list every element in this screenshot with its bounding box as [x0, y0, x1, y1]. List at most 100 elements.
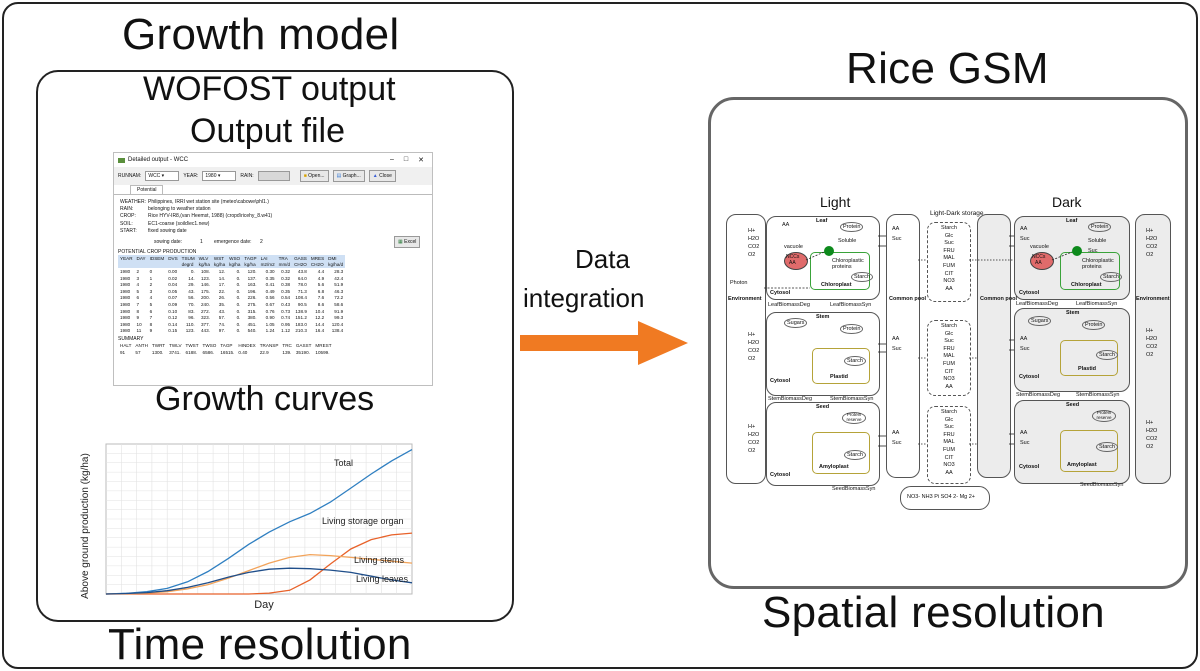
- leaf-biomass-deg-dark: LeafBiomassDeg: [1016, 301, 1058, 307]
- table-row-cell: 4: [149, 295, 153, 301]
- leaf-biomass-syn: LeafBiomassSyn: [830, 302, 872, 308]
- close-button[interactable]: ▲ Close: [368, 170, 396, 182]
- close-icon[interactable]: ✕: [418, 157, 424, 164]
- table-row-cell: 0.35: [281, 288, 291, 294]
- table-row-cell: 1980: [120, 269, 131, 274]
- stem-light-starch: Starch: [844, 356, 866, 366]
- table-row-cell: 540.: [247, 328, 257, 334]
- run-info-key: SOIL:: [120, 220, 133, 227]
- runnam-select[interactable]: WCC ▾: [145, 171, 180, 181]
- summary-row-cell: 57: [135, 349, 141, 355]
- seed-light-protein-reserve: Protein reserve: [842, 412, 866, 424]
- table-row-cell: 0.67: [265, 301, 275, 307]
- leaf-dark-suc: Suc: [1088, 248, 1098, 254]
- table-row-cell: 0.04: [168, 282, 178, 288]
- table-row-cell: 2: [149, 282, 153, 288]
- open-button[interactable]: ■ Open...: [299, 170, 329, 182]
- table-row-cell: 5.6: [317, 282, 325, 288]
- table-row-cell: 138.9: [295, 308, 307, 314]
- excel-button[interactable]: ▦ Excel: [394, 236, 421, 249]
- plastid-light-label: Plastid: [830, 374, 849, 380]
- cytosol-stem-dark: Cytosol: [1019, 374, 1040, 380]
- table-row-cell: 14.: [218, 275, 226, 281]
- table-row-cell: 14.: [188, 275, 195, 281]
- rain-select[interactable]: [257, 171, 290, 181]
- cytosol-stem-light: Cytosol: [770, 378, 791, 384]
- env-species: H2O: [1146, 428, 1158, 434]
- stem-biomass-deg: StemBiomassDeg: [768, 396, 813, 402]
- tab-potential[interactable]: Potential: [130, 185, 164, 194]
- table-row-cell: 12.2: [315, 315, 325, 321]
- summary-row-cell: 16515.: [220, 349, 235, 355]
- table-row-cell: 72.2: [334, 295, 344, 301]
- table-units-cell: [134, 261, 148, 269]
- table-row-cell: 0.38: [281, 282, 291, 288]
- table-row-cell: 210.3: [295, 328, 307, 334]
- table-row-cell: 0.02: [168, 275, 178, 281]
- run-info-key: CROP:: [120, 213, 136, 220]
- pool-light-suc-stem: Suc: [892, 346, 902, 352]
- table-row-cell: 137.: [247, 275, 257, 281]
- vacuole-dark-label: vacuole: [1030, 244, 1049, 250]
- exit-icon: ▲: [372, 173, 378, 179]
- run-info-key: RAIN:: [120, 206, 134, 213]
- chloroplast-dark-label: Chloroplast: [1071, 282, 1102, 288]
- series-line-0: [105, 449, 413, 595]
- pool-light-aa: AA: [892, 226, 900, 232]
- table-header-cell: WST: [211, 255, 228, 262]
- table-row-cell: 0.: [236, 308, 241, 314]
- table-row-cell: 74.: [218, 321, 226, 327]
- storage-species: FUM: [943, 262, 955, 269]
- storage-species: MAL: [943, 255, 955, 262]
- summary-header-cell: ANTH: [135, 342, 148, 348]
- environment-dark-label: Environment: [1136, 296, 1170, 302]
- seed-dark-aa: AA: [1020, 430, 1028, 436]
- series-line-3: [105, 567, 413, 595]
- env-species: H+: [748, 332, 756, 338]
- seed-light-starch: Starch: [844, 450, 866, 460]
- table-row-cell: 0.56: [265, 295, 275, 301]
- table-row-cell: 43.8: [297, 269, 307, 274]
- emergence-date-value: 2: [260, 239, 263, 246]
- vacuole-dark: [1030, 252, 1054, 270]
- series-line-2: [105, 553, 413, 595]
- leaf-dark-suc: Suc: [1020, 236, 1030, 242]
- table-row-cell: 240.: [200, 301, 210, 307]
- year-select[interactable]: 1980 ▾: [202, 171, 237, 181]
- leaf-dark-title: Leaf: [1066, 218, 1078, 224]
- minimize-icon[interactable]: –: [389, 156, 394, 163]
- table-row-cell: 46.3: [334, 288, 344, 294]
- seed-light-title: Seed: [816, 404, 830, 410]
- environment-light-label: Environment: [728, 296, 762, 302]
- graph-button[interactable]: ▤ Graph...: [332, 170, 365, 182]
- storage-species: Suc: [944, 338, 954, 345]
- summary-header-cell: TAGP: [220, 342, 233, 348]
- run-info-value: fixed sowing date: [148, 227, 187, 234]
- run-info-value: Rice HYV-IR8,(van Heemst, 1988) (cropd\r…: [148, 213, 273, 220]
- environment-dark: [1135, 214, 1171, 484]
- seed-dark-starch: Starch: [1096, 442, 1118, 452]
- photon-label: Photon: [730, 280, 748, 286]
- table-units-cell: CH2O: [292, 261, 309, 269]
- summary-row-cell: 0.40: [238, 349, 248, 355]
- storage-species: Glc: [944, 416, 954, 423]
- storage-species: AA: [945, 383, 953, 390]
- series-label-0: Total: [334, 458, 353, 468]
- maximize-icon[interactable]: □: [403, 156, 409, 163]
- series-label-3: Living leaves: [356, 574, 409, 584]
- table-row-cell: 1980: [120, 301, 131, 307]
- table-row-cell: 0.: [236, 328, 241, 334]
- table-row-cell: 0.74: [281, 315, 291, 321]
- table-row-cell: 0.14: [168, 321, 178, 327]
- table-row-cell: 0.76: [265, 308, 275, 314]
- stem-dark-protein: Protein: [1082, 320, 1106, 330]
- table-row-cell: 90.5: [297, 301, 307, 307]
- table-units-cell: kg/ha: [196, 261, 212, 269]
- table-row-cell: 226.: [247, 295, 257, 301]
- table-row-cell: 0.: [236, 282, 241, 288]
- storage-species: NO3: [943, 462, 955, 469]
- table-row-cell: 8: [136, 308, 140, 314]
